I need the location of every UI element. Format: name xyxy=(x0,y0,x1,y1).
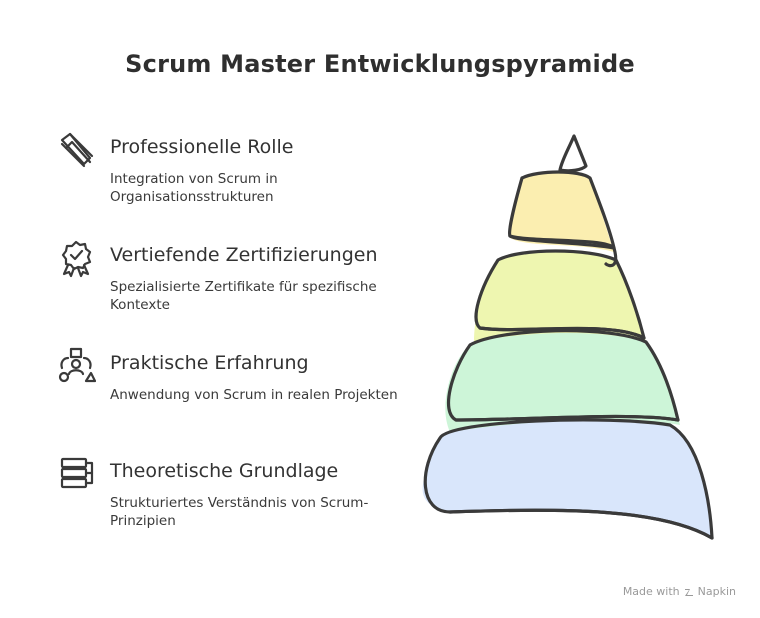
item-heading: Vertiefende Zertifizierungen xyxy=(110,244,378,266)
certificate-badge-icon xyxy=(56,238,96,278)
item-description: Anwendung von Scrum in realen Projekten xyxy=(110,387,398,403)
layer-praktische-erfahrung xyxy=(445,330,680,432)
item-heading: Theoretische Grundlage xyxy=(110,460,339,482)
napkin-logo-icon xyxy=(684,588,693,596)
pencil-stack-icon xyxy=(56,130,96,170)
item-description: Integration von Scrum in Organisationsst… xyxy=(110,171,278,205)
stacked-layers-icon xyxy=(56,454,96,494)
diagram-title: Scrum Master Entwicklungspyramide xyxy=(125,50,635,78)
napkin-brand-label: Napkin xyxy=(697,585,736,598)
spiral-pyramid-illustration xyxy=(410,120,730,550)
layer-professionelle-rolle xyxy=(510,172,614,252)
footer-attribution: Made with Napkin xyxy=(623,585,736,598)
layer-vertiefende-zertifizierungen xyxy=(474,251,646,342)
item-description: Strukturiertes Verständnis von Scrum-Pri… xyxy=(110,495,369,529)
people-shapes-icon xyxy=(56,346,97,386)
item-description: Spezialisierte Zertifikate für spezifisc… xyxy=(110,279,377,313)
layer-theoretische-grundlage xyxy=(422,419,712,538)
item-heading: Professionelle Rolle xyxy=(110,136,294,158)
item-heading: Praktische Erfahrung xyxy=(110,352,309,374)
made-with-label: Made with xyxy=(622,585,680,598)
